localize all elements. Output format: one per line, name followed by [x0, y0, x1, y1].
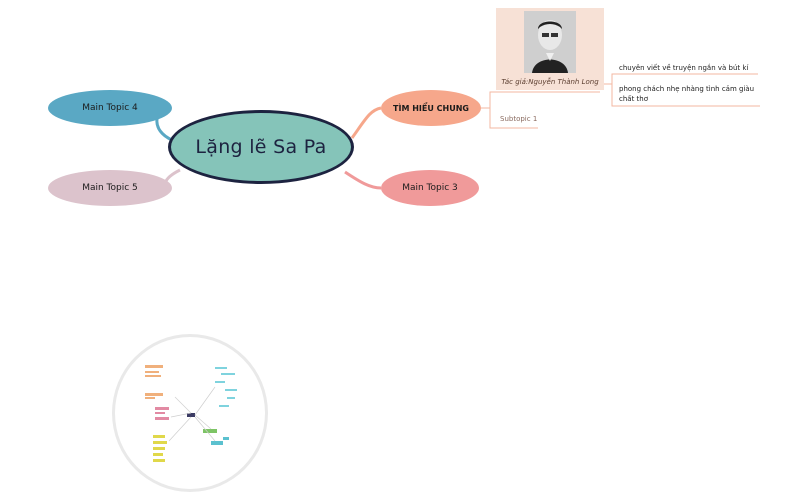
- main-topic-3[interactable]: Main Topic 3: [381, 170, 479, 206]
- central-topic-label: Lặng lẽ Sa Pa: [195, 136, 327, 158]
- author-photo: [524, 11, 576, 73]
- main-topic-tim-hieu-chung-label: TÌM HIỂU CHUNG: [393, 103, 469, 113]
- main-topic-tim-hieu-chung[interactable]: TÌM HIỂU CHUNG: [381, 90, 481, 126]
- main-topic-5-label: Main Topic 5: [82, 183, 138, 193]
- note-tone[interactable]: phong chách nhẹ nhàng tình cảm giàu chất…: [619, 85, 755, 103]
- main-topic-5[interactable]: Main Topic 5: [48, 170, 172, 206]
- main-topic-3-label: Main Topic 3: [402, 183, 458, 193]
- main-topic-4[interactable]: Main Topic 4: [48, 90, 172, 126]
- central-topic[interactable]: Lặng lẽ Sa Pa: [168, 110, 354, 184]
- author-portrait-icon: [524, 11, 576, 73]
- main-topic-4-label: Main Topic 4: [82, 103, 138, 113]
- note-style[interactable]: chuyên viết về truyện ngắn và bút kí: [619, 64, 749, 72]
- subtopic-1[interactable]: Subtopic 1: [500, 115, 538, 123]
- minimap[interactable]: [112, 334, 268, 492]
- author-caption: Tác giả:Nguyễn Thành Long: [501, 78, 599, 86]
- minimap-thumbnail: [145, 365, 237, 462]
